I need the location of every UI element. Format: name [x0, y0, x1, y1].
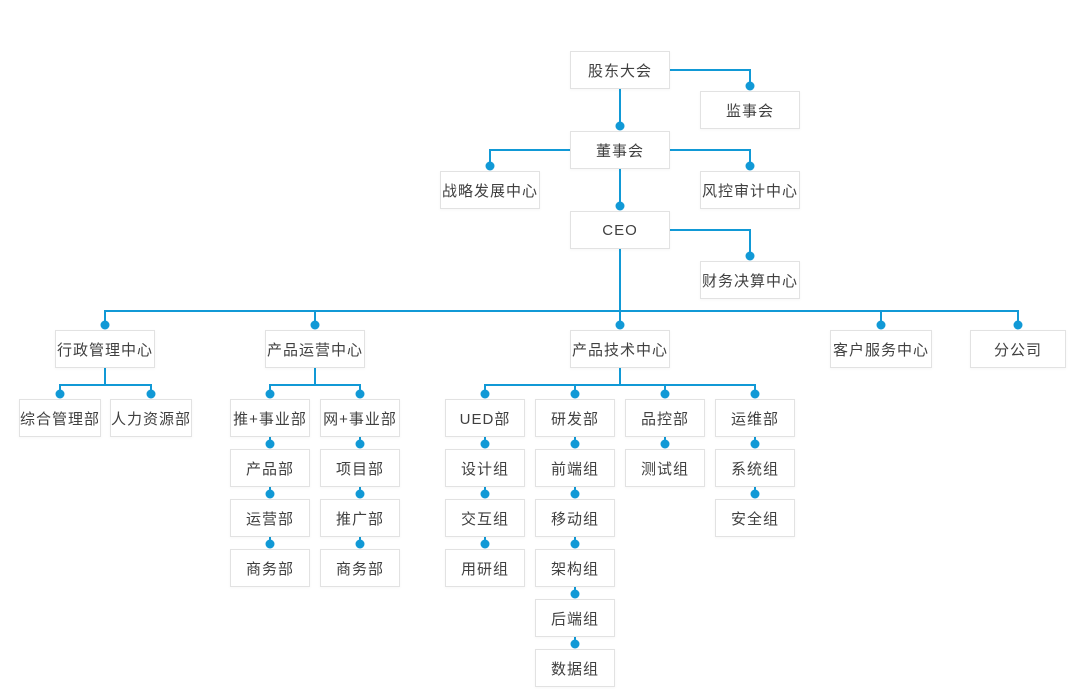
org-node-tui-business-dept: 推+事业部 — [230, 399, 310, 437]
org-node-product-technology-center: 产品技术中心 — [570, 330, 670, 368]
connector-dot — [265, 439, 275, 449]
connector-dot — [55, 389, 65, 399]
connector-dot — [480, 389, 490, 399]
org-node-promotion-dept: 推广部 — [320, 499, 400, 537]
connector-line — [670, 149, 751, 166]
connector-dot — [480, 489, 490, 499]
org-node-project-dept: 项目部 — [320, 449, 400, 487]
org-node-testing-group: 测试组 — [625, 449, 705, 487]
connector-dot — [480, 539, 490, 549]
connector-dot — [750, 439, 760, 449]
connector-dot — [570, 539, 580, 549]
connector-dot — [310, 320, 320, 330]
org-node-business-dept-2: 商务部 — [320, 549, 400, 587]
connector-dot — [615, 201, 625, 211]
connector-dot — [750, 489, 760, 499]
org-node-ued-dept: UED部 — [445, 399, 525, 437]
org-node-ops-maintenance-dept: 运维部 — [715, 399, 795, 437]
org-node-backend-group: 后端组 — [535, 599, 615, 637]
connector-dot — [265, 389, 275, 399]
connector-dot — [570, 589, 580, 599]
connector-dot — [745, 81, 755, 91]
org-node-business-dept-1: 商务部 — [230, 549, 310, 587]
org-node-board-of-directors: 董事会 — [570, 131, 670, 169]
org-node-security-group: 安全组 — [715, 499, 795, 537]
org-node-mobile-group: 移动组 — [535, 499, 615, 537]
org-node-customer-service-center: 客户服务中心 — [830, 330, 932, 368]
org-node-hr-dept: 人力资源部 — [110, 399, 192, 437]
connector-dot — [660, 439, 670, 449]
connector-dot — [146, 389, 156, 399]
connector-dot — [876, 320, 886, 330]
org-node-shareholders-meeting: 股东大会 — [570, 51, 670, 89]
connector-dot — [265, 539, 275, 549]
org-node-operation-dept: 运营部 — [230, 499, 310, 537]
org-node-ceo: CEO — [570, 211, 670, 249]
connector-dot — [745, 251, 755, 261]
org-node-general-management-dept: 综合管理部 — [19, 399, 101, 437]
connector-dot — [570, 389, 580, 399]
org-node-supervisory-board: 监事会 — [700, 91, 800, 129]
connector-dot — [355, 389, 365, 399]
org-node-wang-business-dept: 网+事业部 — [320, 399, 400, 437]
org-node-design-group: 设计组 — [445, 449, 525, 487]
org-node-quality-control-dept: 品控部 — [625, 399, 705, 437]
connector-dot — [485, 161, 495, 171]
connector-dot — [265, 489, 275, 499]
org-node-user-research-group: 用研组 — [445, 549, 525, 587]
org-node-frontend-group: 前端组 — [535, 449, 615, 487]
connector-dot — [355, 439, 365, 449]
org-node-product-operation-center: 产品运营中心 — [265, 330, 365, 368]
org-node-system-group: 系统组 — [715, 449, 795, 487]
org-node-branch-company: 分公司 — [970, 330, 1066, 368]
org-node-finance-settlement-center: 财务决算中心 — [700, 261, 800, 299]
org-node-rd-dept: 研发部 — [535, 399, 615, 437]
connector-dot — [570, 639, 580, 649]
connector-dot — [1013, 320, 1023, 330]
connector-dot — [570, 439, 580, 449]
connector-dot — [570, 489, 580, 499]
org-node-interaction-group: 交互组 — [445, 499, 525, 537]
org-node-architecture-group: 架构组 — [535, 549, 615, 587]
connector-dot — [355, 539, 365, 549]
connector-dot — [745, 161, 755, 171]
org-node-data-group: 数据组 — [535, 649, 615, 687]
connector-dot — [660, 389, 670, 399]
org-node-risk-audit-center: 风控审计中心 — [700, 171, 800, 209]
connector-dot — [750, 389, 760, 399]
connector-line — [489, 149, 570, 166]
org-node-product-dept: 产品部 — [230, 449, 310, 487]
connector-dot — [615, 121, 625, 131]
connector-line — [670, 69, 751, 86]
connector-line — [670, 229, 751, 256]
org-node-admin-management-center: 行政管理中心 — [55, 330, 155, 368]
connector-dot — [355, 489, 365, 499]
connector-dot — [100, 320, 110, 330]
connector-dot — [615, 320, 625, 330]
connector-dot — [480, 439, 490, 449]
org-node-strategy-development-center: 战略发展中心 — [440, 171, 540, 209]
connector-line — [619, 249, 1019, 325]
